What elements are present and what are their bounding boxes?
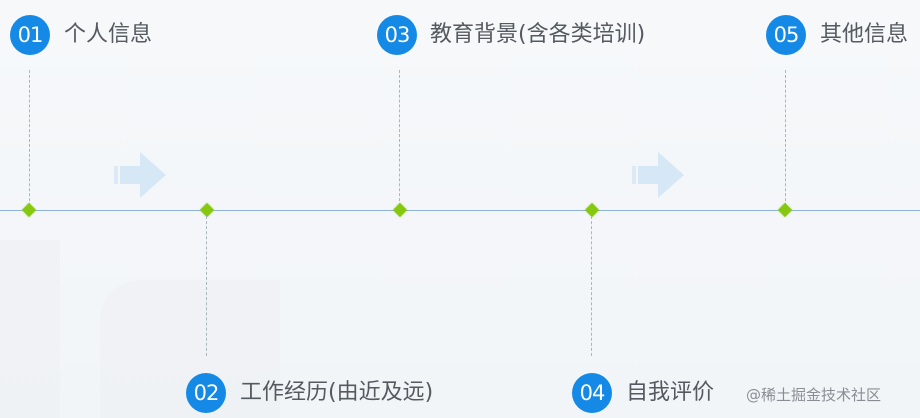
connector-line [785,70,786,206]
connector-line [399,70,400,206]
step-label: 个人信息 [64,22,153,47]
right-arrow-icon [632,152,684,198]
step-number-badge: 02 [186,373,226,413]
step-number-badge: 03 [377,15,417,55]
background-shape [0,240,60,418]
right-arrow-icon [114,152,166,198]
connector-line [29,70,30,206]
timeline-line [0,210,920,211]
watermark: @稀土掘金技术社区 [746,386,882,404]
step-number-badge: 04 [572,373,612,413]
step-label: 自我评价 [626,380,715,405]
step-label: 工作经历(由近及远) [240,380,434,405]
timeline-node [21,202,37,218]
timeline-node [392,202,408,218]
connector-line [591,216,592,356]
step-number-badge: 01 [10,15,50,55]
connector-line [206,216,207,356]
step-label: 其他信息 [820,22,909,47]
timeline-node [584,202,600,218]
step-number-badge: 05 [766,15,806,55]
step-label: 教育背景(含各类培训) [430,22,646,47]
timeline-node [199,202,215,218]
timeline-node [777,202,793,218]
